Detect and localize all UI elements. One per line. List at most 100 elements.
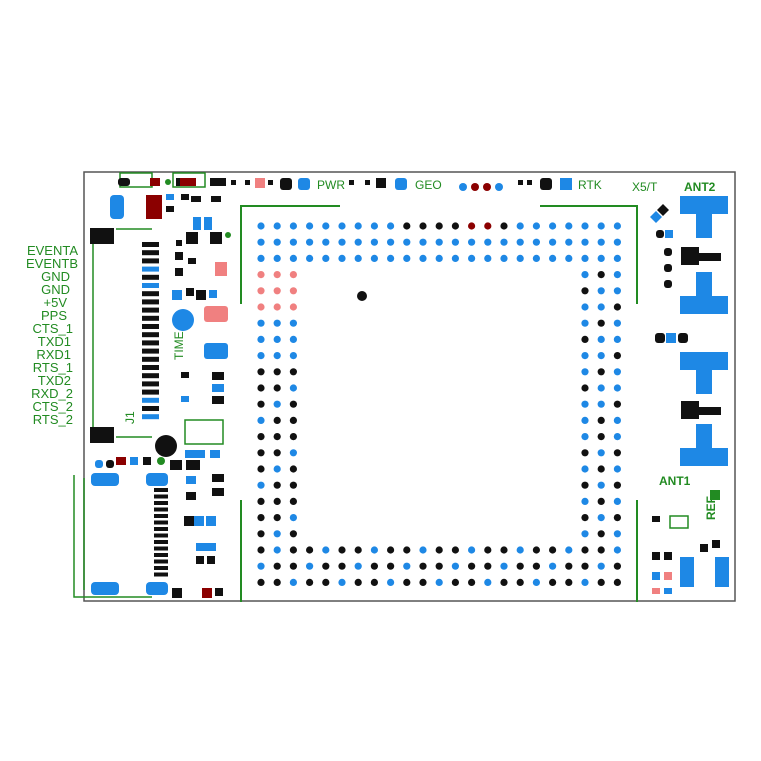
module-pad bbox=[581, 546, 589, 554]
module-pad bbox=[289, 271, 297, 279]
header-pin bbox=[154, 520, 168, 525]
module-pad bbox=[273, 254, 281, 262]
module-pad bbox=[257, 238, 265, 246]
header-pin bbox=[142, 332, 159, 338]
module-pad bbox=[273, 416, 281, 424]
module-pad bbox=[468, 578, 476, 587]
module-pad bbox=[387, 222, 395, 230]
module-pad bbox=[613, 400, 622, 408]
module-pad bbox=[516, 578, 524, 587]
module-pad bbox=[500, 222, 508, 230]
module-pad bbox=[597, 384, 605, 392]
module-pad bbox=[565, 562, 573, 570]
module-pad bbox=[516, 562, 524, 570]
module-pad bbox=[597, 400, 605, 408]
pin-label-group: EVENTA EVENTB GND GND +5V PPS CTS_1 TXD1… bbox=[26, 243, 78, 427]
module-pad bbox=[273, 562, 281, 570]
module-pad bbox=[435, 222, 443, 230]
header-pin bbox=[154, 507, 168, 512]
module-pad bbox=[451, 254, 459, 262]
module-pad bbox=[581, 238, 589, 246]
module-pad bbox=[257, 562, 265, 570]
module-pad bbox=[500, 578, 508, 587]
module-pad bbox=[451, 222, 459, 230]
module-pad bbox=[613, 238, 622, 246]
module-pad bbox=[257, 335, 265, 343]
module-pad bbox=[273, 530, 281, 538]
header-pin bbox=[142, 299, 159, 305]
module-pad bbox=[532, 254, 541, 262]
module-pad bbox=[387, 254, 395, 262]
module-pad bbox=[613, 546, 622, 554]
module-pad bbox=[370, 222, 378, 230]
module-pad bbox=[306, 238, 314, 246]
module-pad bbox=[322, 254, 330, 262]
module-pad bbox=[289, 449, 297, 457]
module-pad bbox=[322, 546, 330, 554]
module-pad bbox=[597, 238, 605, 246]
module-pad bbox=[257, 352, 265, 360]
module-pad bbox=[257, 546, 265, 554]
connector-pad bbox=[90, 228, 114, 244]
module-pad bbox=[419, 222, 427, 230]
pin-label: RXD1 bbox=[36, 347, 71, 362]
module-pad bbox=[613, 562, 622, 570]
module-pad bbox=[597, 465, 605, 473]
header-pins bbox=[142, 242, 168, 577]
header-pin bbox=[142, 406, 159, 411]
module-pad bbox=[289, 578, 297, 587]
header-pin bbox=[154, 494, 168, 499]
module-pad bbox=[370, 546, 378, 554]
module-pad bbox=[257, 287, 265, 295]
module-pad bbox=[257, 254, 265, 262]
module-pad bbox=[273, 335, 281, 343]
header-pin bbox=[154, 540, 168, 544]
module-pad bbox=[257, 497, 265, 505]
header-pin bbox=[142, 291, 159, 297]
module-pad bbox=[273, 514, 281, 522]
module-pad bbox=[613, 465, 622, 473]
module-pad bbox=[289, 352, 297, 360]
module-pad bbox=[597, 319, 605, 327]
connector-pad bbox=[91, 582, 119, 595]
module-pad bbox=[289, 546, 297, 554]
module-pad bbox=[581, 368, 589, 376]
ref-label: REF bbox=[704, 496, 718, 520]
j1-label: J1 bbox=[123, 411, 137, 424]
module-pad bbox=[273, 497, 281, 505]
module-pad bbox=[613, 319, 622, 327]
module-pad bbox=[597, 433, 605, 441]
header-pin bbox=[154, 501, 168, 505]
module-pad bbox=[500, 254, 508, 262]
module-pad bbox=[273, 303, 281, 311]
geo-label: GEO bbox=[415, 178, 442, 192]
module-pad bbox=[257, 368, 265, 376]
module-pad bbox=[419, 546, 427, 554]
module-pad bbox=[613, 384, 622, 392]
module-pad bbox=[354, 238, 362, 246]
module-pad bbox=[613, 578, 622, 587]
header-pin bbox=[142, 283, 159, 288]
module-pad bbox=[597, 303, 605, 311]
module-pad bbox=[468, 254, 476, 262]
module-pad bbox=[613, 514, 622, 522]
module-pad bbox=[273, 465, 281, 473]
module-pad bbox=[289, 465, 297, 473]
module-pad bbox=[549, 238, 557, 246]
pin-label: GND bbox=[41, 282, 70, 297]
module-pad bbox=[273, 449, 281, 457]
module-pad bbox=[597, 530, 605, 538]
module-pad bbox=[581, 287, 589, 295]
pin-label: CTS_1 bbox=[33, 321, 73, 336]
module-pad bbox=[289, 222, 297, 230]
module-pad bbox=[581, 416, 589, 424]
module-pad bbox=[613, 287, 622, 295]
module-pad bbox=[468, 546, 476, 554]
header-pin bbox=[154, 572, 168, 577]
antenna-components bbox=[650, 196, 729, 594]
mounting-hole bbox=[155, 435, 177, 457]
module-pad bbox=[289, 497, 297, 505]
module-pad bbox=[289, 335, 297, 343]
pin-label: TXD2 bbox=[38, 373, 71, 388]
module-pad bbox=[500, 546, 508, 554]
